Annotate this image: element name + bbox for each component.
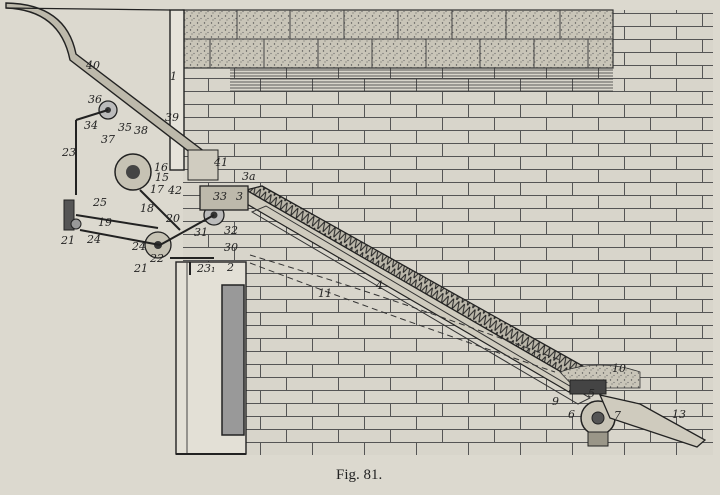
label-31: 31 [194, 226, 208, 239]
label-34: 34 [84, 119, 98, 132]
label-39: 39 [165, 111, 179, 124]
label-23-sub: 23₁ [196, 262, 215, 275]
label-5: 5 [588, 387, 595, 400]
hopper-plate [5, 2, 206, 162]
label-37: 37 [101, 133, 115, 146]
label-33: 33 [213, 190, 227, 203]
label-22: 22 [149, 252, 164, 265]
label-24-top: 24 [86, 233, 101, 246]
label-3a: 3a [242, 170, 256, 183]
label-25: 25 [92, 196, 107, 209]
label-1: 1 [170, 70, 177, 83]
label-2: 2 [226, 261, 234, 274]
label-7: 7 [614, 409, 621, 422]
bracket-41 [187, 149, 219, 181]
label-24-bottom: 24 [131, 240, 146, 253]
firebox-roof-hatching [230, 69, 613, 92]
label-38: 38 [134, 124, 148, 137]
roller-support [587, 431, 609, 447]
label-4: 4 [375, 279, 383, 292]
label-9: 9 [552, 395, 559, 408]
slag-plate-13 [598, 394, 707, 448]
label-41: 41 [213, 156, 228, 169]
label-23: 23 [61, 146, 76, 159]
part-labels: 40 1 36 34 35 38 37 39 23 41 16 15 17 42… [60, 59, 686, 422]
label-16: 16 [154, 161, 168, 174]
label-35: 35 [118, 121, 132, 134]
label-19: 19 [98, 216, 112, 229]
label-21-bottom: 21 [133, 262, 148, 275]
figure-caption: Fig. 81. [336, 467, 382, 483]
label-36: 36 [88, 93, 102, 106]
label-15: 15 [155, 171, 169, 184]
label-10: 10 [612, 362, 626, 375]
rods-and-levers [75, 109, 215, 275]
label-18: 18 [140, 202, 154, 215]
door-panel [221, 284, 245, 436]
label-42: 42 [167, 184, 182, 197]
label-3: 3 [236, 190, 243, 203]
handle-25 [63, 199, 75, 231]
label-17: 17 [150, 183, 164, 196]
label-32: 32 [224, 224, 238, 237]
shaft-block-3 [199, 185, 249, 211]
label-13: 13 [672, 408, 686, 421]
label-11: 11 [318, 287, 332, 300]
swing-arc-dashed [249, 254, 561, 361]
label-21-top: 21 [60, 234, 75, 247]
label-40: 40 [85, 59, 100, 72]
label-20: 20 [165, 212, 180, 225]
label-6: 6 [568, 408, 575, 421]
label-30: 30 [224, 241, 238, 254]
